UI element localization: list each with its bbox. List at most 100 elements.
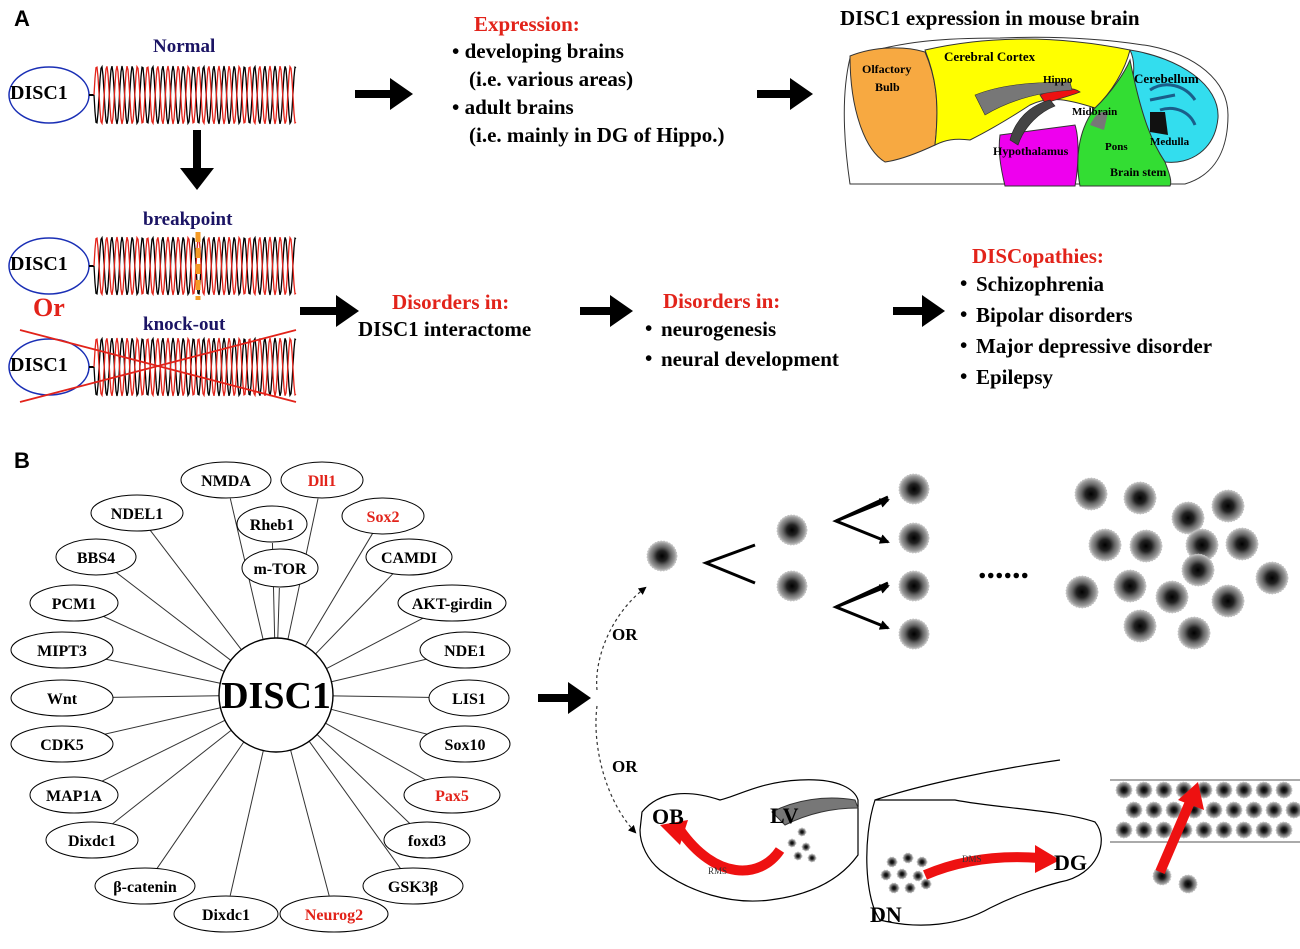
cell (1235, 821, 1253, 839)
cell (898, 473, 930, 505)
interactome-spoke (110, 568, 232, 661)
region-cortex: Cerebral Cortex (944, 49, 1036, 64)
cell (1265, 801, 1283, 819)
cell (776, 570, 808, 602)
cell (888, 882, 900, 894)
cell (776, 514, 808, 546)
discopathy-item-1: Schizophrenia (960, 268, 1212, 300)
cell (1115, 821, 1133, 839)
interactome-spoke (229, 750, 264, 896)
cell (797, 827, 807, 837)
cell (902, 852, 914, 864)
dna-normal (8, 64, 297, 126)
region-medulla: Medulla (1150, 136, 1190, 148)
interactor-label: CDK5 (40, 737, 84, 754)
cell (898, 618, 930, 650)
cell (1135, 821, 1153, 839)
discopathies-block: DISCopathies: Schizophrenia Bipolar diso… (960, 244, 1212, 393)
expression-item-2: (i.e. various areas) (469, 67, 634, 91)
interactor-ellipse (365, 538, 453, 576)
interactor-ellipse (55, 538, 137, 576)
cell (1255, 561, 1289, 595)
interactor-ellipse (29, 776, 119, 814)
disorders-heading-1: Disorders in: (392, 290, 510, 314)
cell (1195, 821, 1213, 839)
interactor-ellipse (10, 631, 114, 669)
region-cerebellum: Cerebellum (1134, 71, 1199, 86)
cell (1215, 781, 1233, 799)
gene-label-breakpoint: DISC1 (10, 253, 68, 275)
interactor-label: BBS4 (77, 550, 115, 567)
panel-b-arrows (538, 495, 890, 834)
interactor-node: Sox10 (419, 725, 511, 763)
or-bottom-label: OR (612, 757, 638, 776)
interactor-ellipse (173, 895, 279, 933)
interactor-ellipse (90, 494, 184, 532)
ellipsis-dots: ...... (978, 549, 1029, 586)
cell (1145, 801, 1163, 819)
panel-a-arrows (180, 78, 945, 327)
interactor-label: β-catenin (113, 879, 177, 896)
expression-item-4: (i.e. mainly in DG of Hippo.) (469, 123, 725, 147)
interactome-spoke (326, 611, 436, 670)
interactor-ellipse (419, 631, 511, 669)
cell (1205, 801, 1223, 819)
interactor-node: MIPT3 (10, 631, 114, 669)
cell (898, 570, 930, 602)
disorders-heading-2: Disorders in: (663, 289, 781, 313)
interactor-node: β-catenin (94, 867, 196, 905)
expression-item-3: • adult brains (452, 95, 574, 119)
dg-layer-diagram (1110, 779, 1300, 874)
cell (1065, 575, 1099, 609)
rms-migration-diagram (639, 779, 859, 902)
interactome-spoke (308, 741, 403, 871)
cell (1074, 477, 1108, 511)
ob-label: OB (652, 804, 684, 829)
interactor-node: Dll1 (280, 461, 364, 499)
interactor-ellipse (29, 584, 119, 622)
cell (916, 856, 928, 868)
cell (1113, 569, 1147, 603)
interactor-ellipse (383, 821, 471, 859)
interactor-label: m-TOR (253, 561, 306, 578)
cell (904, 882, 916, 894)
interactor-ellipse (236, 505, 308, 543)
cell (1181, 553, 1215, 587)
discopathies-heading: DISCopathies: (972, 244, 1104, 268)
cell (1225, 801, 1243, 819)
dg-label: DG (1054, 850, 1087, 875)
expression-block: Expression: • developing brains (i.e. va… (452, 12, 725, 149)
interactor-node: BBS4 (55, 538, 137, 576)
cell (1125, 801, 1143, 819)
cell (886, 856, 898, 868)
interactome-spoke (325, 722, 436, 787)
interactor-ellipse (45, 821, 139, 859)
region-hippo: Hippo (1043, 74, 1073, 86)
expression-heading: Expression: (474, 12, 580, 36)
interactor-node: Sox2 (341, 497, 425, 535)
interactor-ellipse (279, 895, 389, 933)
region-brainstem: Brain stem (1110, 165, 1166, 179)
breakpoint-label: breakpoint (143, 209, 233, 230)
interactor-node: Rheb1 (236, 505, 308, 543)
cell (1255, 821, 1273, 839)
interactor-label: GSK3β (388, 879, 438, 896)
cell (1275, 821, 1293, 839)
interactome-spoke (316, 734, 414, 828)
interactor-ellipse (428, 679, 510, 717)
cell (787, 838, 797, 848)
interactor-label: Wnt (47, 691, 78, 708)
interactor-label: NDEL1 (111, 506, 163, 523)
mouse-brain-diagram (843, 36, 1229, 187)
interactor-node: m-TOR (241, 548, 319, 588)
cell (1155, 821, 1173, 839)
or-top-label: OR (612, 625, 638, 644)
interactome-spoke (304, 532, 374, 647)
panel-a-label: A (14, 6, 30, 31)
normal-label: Normal (153, 36, 216, 57)
cell (1211, 489, 1245, 523)
discopathy-item-4: Epilepsy (960, 361, 1212, 393)
interactor-label: Rheb1 (250, 517, 294, 534)
